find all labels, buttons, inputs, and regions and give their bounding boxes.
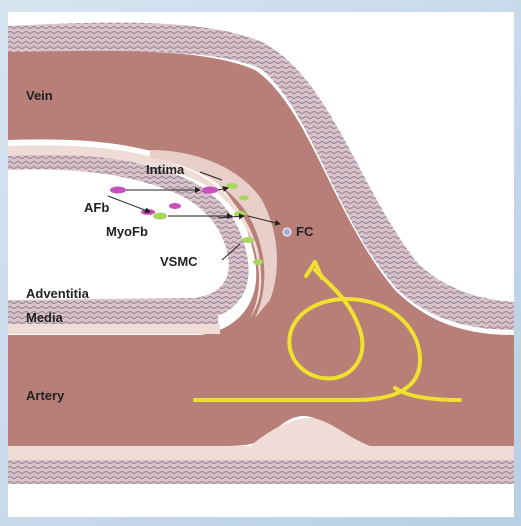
intima-label: Intima: [146, 162, 185, 177]
fc-cell: [283, 228, 291, 236]
media-label: Media: [26, 310, 64, 325]
intima-band: [8, 324, 220, 334]
myofb-label: MyoFb: [106, 224, 148, 239]
fc-label: FC: [296, 224, 314, 239]
myofb-cell: [153, 213, 167, 220]
afb-cell: [110, 187, 126, 194]
afb-label: AFb: [84, 200, 109, 215]
artery-lower-intima: [8, 446, 514, 460]
afb-cell: [202, 187, 218, 194]
adventitia-label: Adventitia: [26, 286, 90, 301]
vein-label: Vein: [26, 88, 53, 103]
myofb-cell: [253, 259, 263, 265]
artery-label: Artery: [26, 388, 65, 403]
myofb-cell: [239, 196, 249, 201]
myofb-cell: [242, 237, 254, 243]
vsmc-label: VSMC: [160, 254, 198, 269]
artery-lower-wall: [8, 458, 514, 484]
afb-cell: [169, 203, 181, 209]
